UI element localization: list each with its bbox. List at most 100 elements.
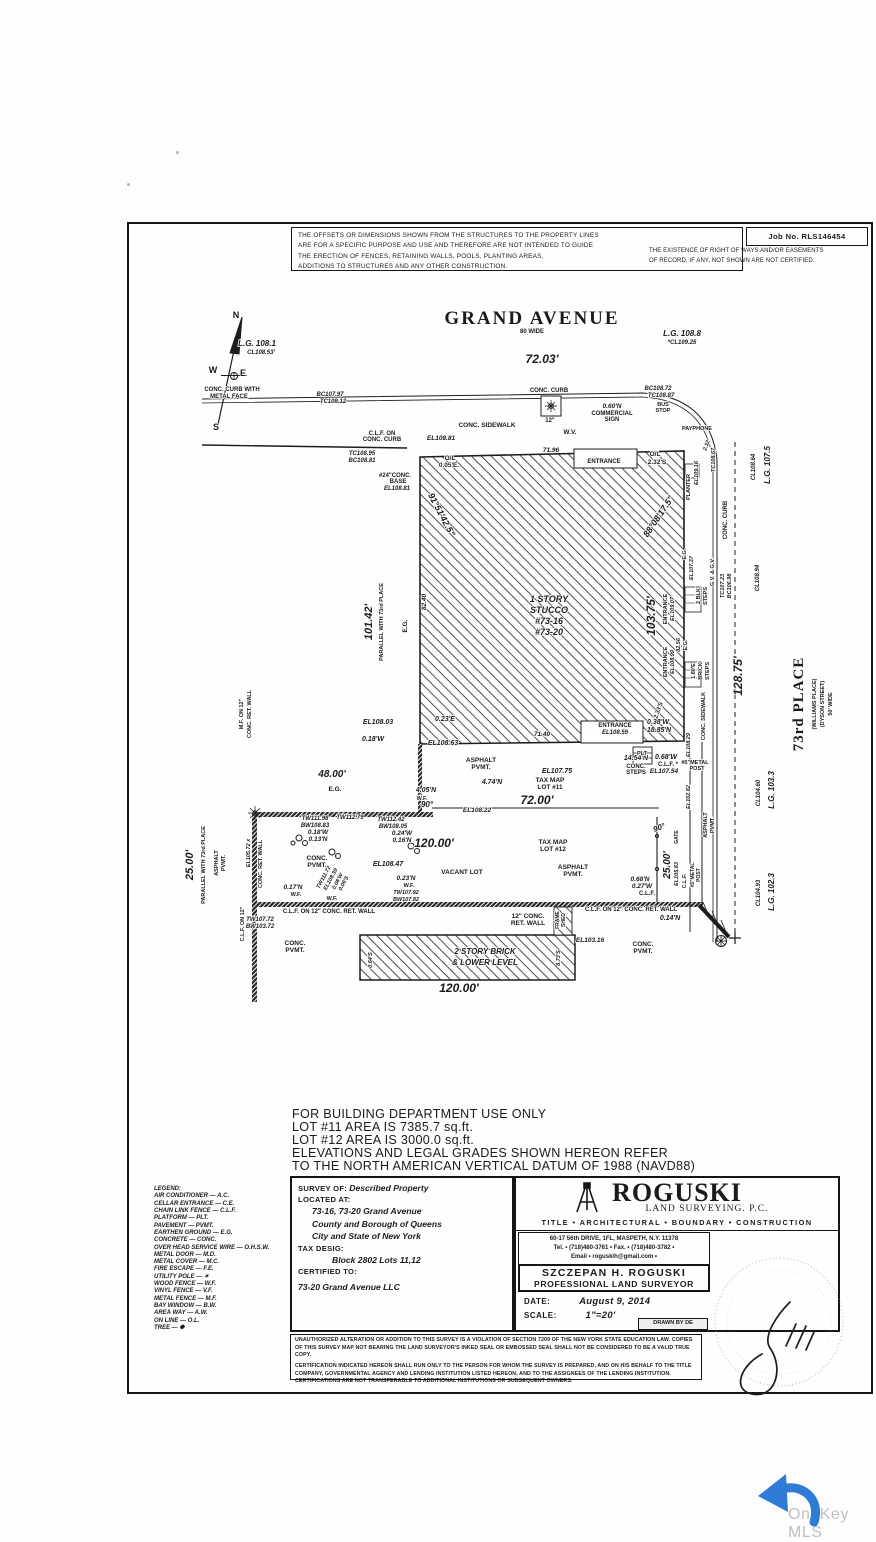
map-label: (WILLIAMS PLACE) <box>812 678 818 729</box>
certified-to-label: CERTIFIED TO: <box>298 1267 358 1277</box>
map-label: TAX MAP <box>539 839 568 846</box>
map-label: BW103.72 <box>246 924 275 930</box>
map-label: CL104.93 <box>756 879 762 906</box>
map-label: 2.33'S <box>653 702 665 721</box>
map-label: PLT <box>637 751 648 757</box>
map-label: EL105.83 <box>674 862 680 886</box>
map-label: E <box>240 368 246 378</box>
map-label: 0.64'S <box>368 952 374 968</box>
map-label: 90° <box>421 800 434 809</box>
offsets-disclaimer-box: THE OFFSETS OR DIMENSIONS SHOWN FROM THE… <box>291 227 743 271</box>
building-note-line: LOT #12 AREA IS 3000.0 sq.ft. <box>292 1133 475 1148</box>
legend-item: METAL COVER — M.C. <box>154 1259 220 1266</box>
surveyor-logo-sub: LAND SURVEYING. P.C. <box>645 1204 769 1214</box>
map-label: 0.05'E. <box>439 462 460 469</box>
map-label: 1 STORY <box>530 594 569 604</box>
map-label: L.G. 108.1 <box>238 339 276 348</box>
surveyor-logo-name: ROGUSKI <box>612 1178 742 1207</box>
map-label: EL108.47 <box>373 861 404 868</box>
map-label: EL108.81 <box>384 486 411 492</box>
map-label: PVMT. <box>633 948 652 955</box>
map-label: C.L.F. * <box>658 762 679 768</box>
legend-item: AREA WAY — A.W. <box>154 1310 208 1317</box>
map-label: STEPS <box>703 587 709 605</box>
map-label: ASPHALT <box>466 757 496 764</box>
map-label: BW107.82 <box>393 897 419 903</box>
map-label: POST <box>690 766 706 772</box>
tripod-icon <box>576 1182 598 1213</box>
map-label: CONC. RET. WALL <box>247 689 253 738</box>
map-label: PVMT. <box>710 816 716 833</box>
legend-item: METAL FENCE — M.F. <box>154 1295 217 1302</box>
map-label: L.G. 103.3 <box>767 771 776 809</box>
map-label: 101.42' <box>363 603 375 640</box>
map-label: W.V. <box>563 429 576 436</box>
drawn-by-box: DRAWN BY DE <box>638 1318 708 1330</box>
map-label: EL108.22 <box>463 807 492 814</box>
map-label: EL107.37 <box>689 555 695 580</box>
map-label: 82.56 <box>676 637 682 652</box>
map-label: TW111.72 <box>316 865 333 890</box>
map-label: E.G. <box>683 639 689 650</box>
located-line: County and Borough of Queens <box>312 1218 442 1229</box>
map-label: 8.73'S <box>556 950 562 966</box>
map-label: PVMT. <box>307 862 326 869</box>
map-label: 88°08'17.5" <box>641 493 676 539</box>
map-label: PLANTER <box>686 474 692 500</box>
map-label: TC108.95 <box>349 451 376 457</box>
legend-item: FIRE ESCAPE — F.E. <box>154 1266 214 1273</box>
map-label: CONC. <box>285 940 306 947</box>
map-label: ENTRANCE <box>587 459 620 465</box>
map-label: 4.05'N <box>415 787 437 794</box>
building-note-line: ELEVATIONS AND LEGAL GRADES SHOWN HEREON… <box>292 1146 669 1161</box>
surveyor-name: SZCZEPAN H. ROGUSKI <box>542 1267 686 1279</box>
map-label: *CL109.25 <box>668 340 697 346</box>
back-arrow-icon[interactable] <box>752 1470 830 1534</box>
map-label: TC108.87 <box>648 393 675 399</box>
map-label: W.F. <box>327 896 338 902</box>
surveyor-seal-signature <box>714 1257 844 1396</box>
easement-note: THE EXISTENCE OF RIGHT OF WAYS AND/OR EA… <box>649 247 867 266</box>
map-label: 91°51'42.5" <box>426 491 457 538</box>
map-label: CONC. <box>626 764 646 770</box>
map-label: PVMT. <box>471 764 490 771</box>
map-label: PVMT. <box>221 854 227 871</box>
map-label: N <box>233 310 240 320</box>
map-label: BC108.81 <box>348 458 376 464</box>
map-label: TC107.23 <box>720 574 726 598</box>
legend-item: VINYL FENCE — V.F. <box>154 1288 213 1295</box>
tax-desig-value: Block 2802 Lots 11,12 <box>332 1254 421 1265</box>
easement-line: OF RECORD, IF ANY, NOT SHOWN ARE NOT CER… <box>649 257 815 264</box>
map-label: COMMERCIAL <box>591 411 633 417</box>
map-label: 2 BLK <box>696 588 702 604</box>
legend-item: ON LINE — O.L. <box>154 1317 200 1324</box>
scan-speck <box>176 151 179 154</box>
building-note-line: FOR BUILDING DEPARTMENT USE ONLY <box>292 1107 547 1121</box>
legend-item: EARTHEN GROUND — E.G. <box>154 1229 233 1236</box>
map-label: 120.00' <box>414 836 455 850</box>
map-label: #5"METAL <box>690 863 696 888</box>
map-label: METAL FACE <box>210 394 248 400</box>
map-label: E.G. <box>328 786 341 793</box>
map-label: CONC. CURB WITH <box>204 387 259 393</box>
signature <box>739 1301 815 1396</box>
legend-item: BAY WINDOW — B.W. <box>154 1303 217 1309</box>
surveyor-address: 60-17 56th DRIVE, 1FL, MASPETH, N.Y. 113… <box>549 1236 679 1242</box>
map-label: BC108.72 <box>644 386 672 392</box>
disclaimer-line: ARE FOR A SPECIFIC PURPOSE AND USE AND T… <box>298 242 594 250</box>
disclaimer-line: THE OFFSETS OR DIMENSIONS SHOWN FROM THE… <box>298 232 599 239</box>
map-label: CL108.53' <box>247 350 275 356</box>
map-label: POST <box>696 868 702 882</box>
map-label: & LOWER LEVEL <box>452 958 518 967</box>
legend-item: OVER HEAD SERVICE WIRE — O.H.S.W. <box>154 1244 270 1251</box>
map-label: EL108.99 <box>670 649 676 674</box>
map-label: STOP <box>656 408 671 414</box>
map-label: 72.00' <box>521 793 555 807</box>
survey-of-label: SURVEY OF: <box>298 1184 348 1193</box>
map-label: BUS <box>657 402 669 408</box>
map-label: ENTRANCE <box>663 646 669 677</box>
map-label: 0.16'N <box>393 837 412 844</box>
map-label: G.V. & G.V. <box>710 558 716 586</box>
map-label: BC107.97 <box>316 392 344 398</box>
